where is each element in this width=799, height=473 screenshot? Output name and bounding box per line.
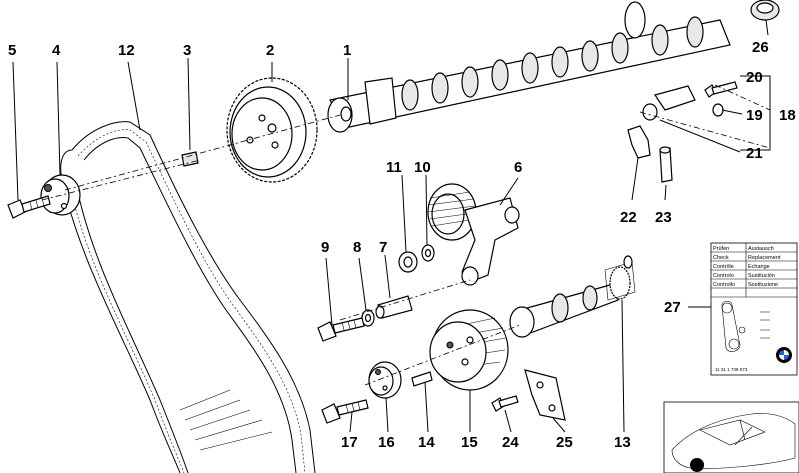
part-labels: 1 2 3 4 5 12 6 11 10 9 8 7 17 16 14 15 2… — [8, 39, 796, 451]
table-cell: Prüfen — [713, 246, 729, 252]
shaft-seal[interactable] — [750, 0, 780, 21]
hex-bolt-17[interactable] — [321, 399, 369, 424]
label-19[interactable]: 19 — [746, 107, 763, 124]
card-code: 11 31 1 739 073 — [715, 367, 748, 372]
woodruff-key[interactable] — [181, 151, 199, 167]
table-cell: Check — [713, 255, 729, 261]
table-cell: Controllo — [713, 282, 735, 288]
label-27[interactable]: 27 — [664, 299, 681, 316]
crank-hub-pulley[interactable] — [40, 174, 81, 216]
lifter-pin[interactable] — [659, 146, 673, 183]
belt-tensioner[interactable] — [427, 183, 520, 286]
label-3[interactable]: 3 — [183, 42, 191, 59]
drive-flange[interactable] — [368, 361, 402, 399]
belt-schematic-icon — [721, 300, 770, 352]
label-6[interactable]: 6 — [514, 159, 522, 176]
label-4[interactable]: 4 — [52, 42, 61, 59]
bolt-20[interactable] — [704, 81, 738, 98]
intermediate-shaft[interactable] — [509, 255, 636, 338]
spacer-sleeve[interactable] — [375, 295, 413, 319]
bracket-plate[interactable] — [524, 369, 566, 421]
camshaft-sprocket[interactable] — [226, 77, 318, 183]
table-cell: Sustitución — [748, 273, 775, 279]
label-9[interactable]: 9 — [321, 239, 329, 256]
rocker-arm[interactable] — [642, 85, 696, 121]
intermediate-shaft-pulley[interactable] — [429, 309, 509, 391]
label-16[interactable]: 16 — [378, 434, 395, 451]
label-10[interactable]: 10 — [414, 159, 431, 176]
screw-24[interactable] — [491, 395, 519, 412]
dowel-pin[interactable] — [411, 371, 433, 387]
vehicle-locator-thumbnail[interactable] — [663, 401, 799, 473]
label-23[interactable]: 23 — [655, 209, 672, 226]
washer-10[interactable] — [421, 244, 435, 262]
label-21[interactable]: 21 — [746, 145, 763, 162]
label-11[interactable]: 11 — [386, 159, 402, 176]
label-2[interactable]: 2 — [266, 42, 274, 59]
centre-lines — [41, 84, 771, 386]
camshaft[interactable] — [327, 1, 731, 133]
label-1[interactable]: 1 — [343, 42, 351, 59]
label-25[interactable]: 25 — [556, 434, 573, 451]
bushing[interactable] — [398, 251, 418, 273]
label-18[interactable]: 18 — [779, 107, 796, 124]
table-cell: Controlo — [713, 273, 734, 279]
label-26[interactable]: 26 — [752, 39, 769, 56]
table-cell: Sostituzione — [748, 282, 778, 288]
clip[interactable] — [627, 125, 651, 159]
label-24[interactable]: 24 — [502, 434, 519, 451]
table-cell: Replacement — [748, 255, 781, 261]
label-17[interactable]: 17 — [341, 434, 358, 451]
table-cell: Austausch — [748, 246, 774, 252]
service-info-card[interactable]: Prüfen Austausch Check Replacement Contr… — [710, 242, 798, 376]
leader-lines — [12, 19, 771, 433]
label-13[interactable]: 13 — [614, 434, 631, 451]
label-14[interactable]: 14 — [418, 434, 435, 451]
bmw-logo-icon — [776, 347, 792, 363]
label-7[interactable]: 7 — [379, 239, 387, 256]
label-22[interactable]: 22 — [620, 209, 637, 226]
table-cell: Echange — [748, 264, 770, 270]
hex-bolt-9[interactable] — [317, 317, 365, 342]
label-5[interactable]: 5 — [8, 42, 16, 59]
table-cell: Contrôle — [713, 264, 734, 270]
roller-19[interactable] — [712, 103, 724, 117]
label-8[interactable]: 8 — [353, 239, 361, 256]
label-20[interactable]: 20 — [746, 69, 763, 86]
label-12[interactable]: 12 — [118, 42, 135, 59]
label-15[interactable]: 15 — [461, 434, 478, 451]
